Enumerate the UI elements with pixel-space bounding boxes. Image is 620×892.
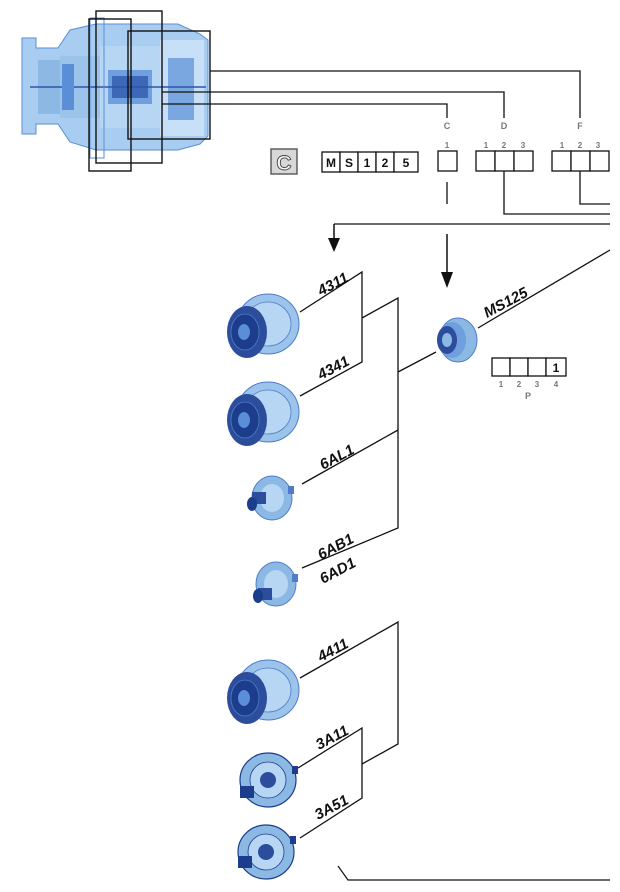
motor-label-line: [477, 249, 611, 329]
option-label-4341: 4341: [314, 353, 352, 384]
group-d-position-2: 2: [502, 141, 507, 150]
base-code-char-4: 2: [382, 156, 389, 170]
option-label-3a11: 3A11: [313, 722, 352, 753]
motor-cross-section-image: [21, 17, 209, 159]
group-letter-d: D: [501, 121, 508, 131]
section-badge: [270, 148, 298, 175]
group-f-position-1: 1: [560, 141, 565, 150]
p-group-value-4: 1: [553, 361, 560, 375]
part-icon-4341: [227, 381, 300, 446]
bottom-baseline: [337, 865, 610, 881]
base-code-cells: [321, 151, 419, 173]
leader-line-c: [162, 103, 448, 118]
motor-connector: [397, 351, 437, 373]
group-f-position-3: 3: [596, 141, 601, 150]
option-label-4411: 4411: [314, 635, 351, 666]
option-tree-lower: [297, 620, 399, 839]
group-d-cells: [475, 150, 534, 172]
p-group-position-3: 3: [535, 380, 540, 389]
motor-label: MS125: [481, 284, 532, 322]
option-label-4311: 4311: [314, 269, 351, 300]
group-d-position-3: 3: [521, 141, 526, 150]
section-frame-d: [88, 18, 132, 172]
part-icon-4311: [227, 293, 300, 358]
group-c-cell-1: [437, 150, 458, 172]
section-badge-letter: C: [276, 152, 291, 175]
part-icon-6ab1-6ad1: [253, 561, 298, 607]
leader-line-f: [210, 70, 581, 118]
base-code-char-5: 5: [403, 156, 410, 170]
option-label-6al1: 6AL1: [317, 441, 357, 473]
base-code-char-3: 1: [364, 156, 371, 170]
p-group-position-1: 1: [499, 380, 504, 389]
arrow-to-motor-head: [441, 272, 453, 288]
part-icon-4411: [227, 659, 300, 724]
part-icon-6al1: [247, 475, 294, 521]
part-icon-3a51: [237, 824, 296, 880]
group-letter-c: C: [444, 121, 451, 131]
arrow-to-options-head: [328, 238, 340, 252]
leader-line-d: [162, 91, 505, 118]
group-d-drop-line: [503, 171, 610, 215]
p-group-cells: [491, 357, 567, 377]
base-code-char-2: S: [345, 156, 353, 170]
group-letter-f: F: [577, 121, 583, 131]
option-label-3a51: 3A51: [312, 792, 352, 824]
option-tree-upper: [299, 270, 399, 569]
base-code-char-1: M: [326, 156, 336, 170]
section-frame-c: [95, 10, 163, 164]
group-f-drop-line: [579, 171, 610, 205]
motor-icon: [437, 317, 478, 363]
group-d-position-1: 1: [484, 141, 489, 150]
section-frame-f: [127, 30, 211, 140]
p-group-letter: P: [525, 391, 531, 401]
p-group-position-4: 4: [554, 380, 559, 389]
part-icon-3a11: [239, 752, 298, 808]
group-f-cells: [551, 150, 610, 172]
group-c-position-1: 1: [445, 141, 450, 150]
p-group-position-2: 2: [517, 380, 522, 389]
group-f-position-2: 2: [578, 141, 583, 150]
